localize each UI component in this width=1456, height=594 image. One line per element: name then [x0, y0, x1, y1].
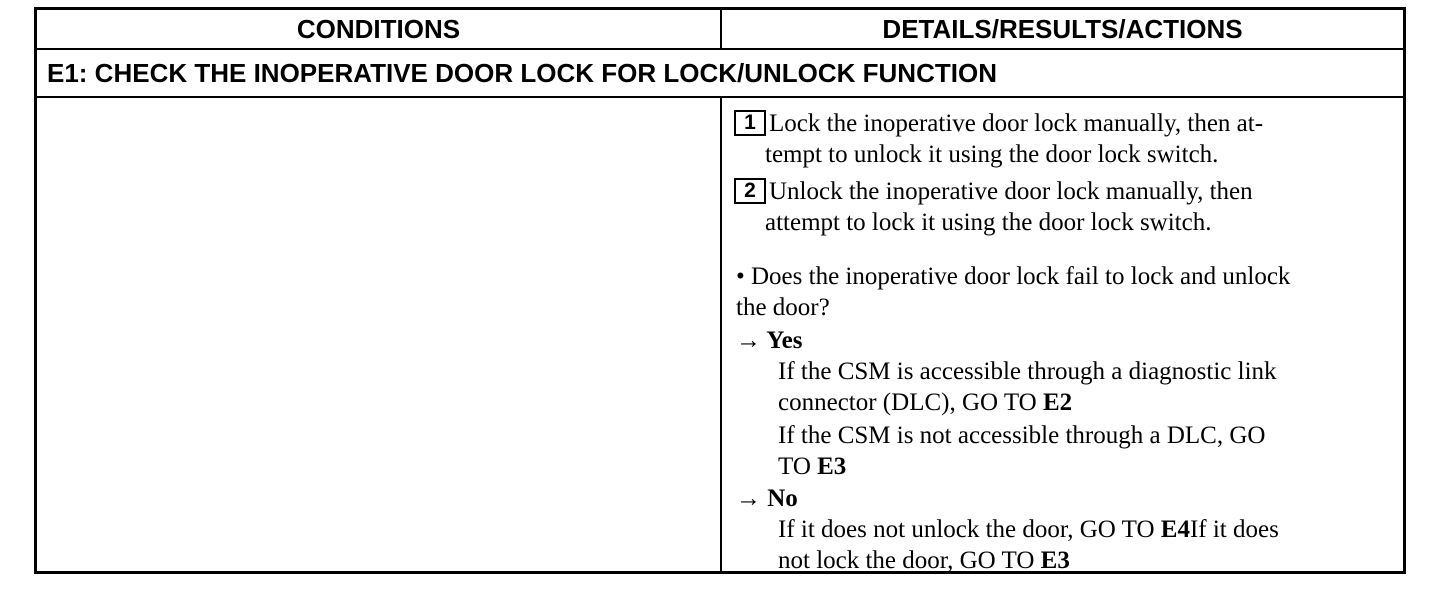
- yes-label: → Yes: [736, 327, 803, 354]
- step-reference: E3: [817, 453, 847, 480]
- yes-result-dlc: If the CSM is accessible through a diagn…: [778, 356, 1374, 418]
- action-line: tempt to unlock it using the door lock s…: [765, 141, 1219, 168]
- result-line: If the CSM is accessible through a diagn…: [778, 358, 1277, 385]
- question-line: the door?: [736, 294, 830, 321]
- action-text: Unlock the inoperative door lock manuall…: [765, 176, 1374, 238]
- table-header-row: CONDITIONS DETAILS/RESULTS/ACTIONS: [37, 10, 1403, 50]
- step-reference: E2: [1043, 389, 1073, 416]
- result-text: connector (DLC), GO TO: [778, 389, 1043, 416]
- details-header: DETAILS/RESULTS/ACTIONS: [882, 13, 1243, 44]
- step-title: E1: CHECK THE INOPERATIVE DOOR LOCK FOR …: [47, 57, 997, 88]
- column-divider: [720, 98, 722, 571]
- no-label: → No: [736, 485, 798, 512]
- result-text: If it does not unlock the door, GO TO: [778, 516, 1161, 543]
- action-text: Lock the inoperative door lock manually,…: [765, 108, 1374, 170]
- question-line: • Does the inoperative door lock fail to…: [736, 263, 1291, 290]
- step-reference: E4: [1160, 516, 1190, 543]
- result-line: connector (DLC), GO TO E2: [778, 387, 1374, 418]
- no-result: If it does not unlock the door, GO TO E4…: [778, 514, 1374, 576]
- action-line: attempt to lock it using the door lock s…: [765, 209, 1212, 236]
- action-line: Unlock the inoperative door lock manuall…: [769, 178, 1253, 205]
- yes-result-no-dlc: If the CSM is not accessible through a D…: [778, 420, 1374, 482]
- question-text: • Does the inoperative door lock fail to…: [736, 261, 1386, 323]
- result-line: If the CSM is not accessible through a D…: [778, 422, 1266, 449]
- diagnostic-table: CONDITIONS DETAILS/RESULTS/ACTIONS E1: C…: [34, 7, 1406, 574]
- step-number-box: 2: [734, 178, 766, 204]
- column-divider: [720, 10, 722, 48]
- result-text: not lock the door, GO TO: [778, 547, 1041, 574]
- step-number-box: 1: [734, 110, 766, 136]
- step-title-row: E1: CHECK THE INOPERATIVE DOOR LOCK FOR …: [37, 50, 1403, 98]
- step-reference: E3: [1040, 547, 1070, 574]
- result-line: TO E3: [778, 451, 1374, 482]
- result-text: TO: [778, 453, 818, 480]
- result-line: If it does not unlock the door, GO TO E4…: [778, 514, 1374, 545]
- conditions-header: CONDITIONS: [296, 13, 461, 44]
- conditions-cell: [37, 98, 720, 571]
- result-line: not lock the door, GO TO E3: [778, 545, 1374, 576]
- action-line: Lock the inoperative door lock manually,…: [769, 110, 1264, 137]
- result-text: If it does: [1189, 516, 1279, 543]
